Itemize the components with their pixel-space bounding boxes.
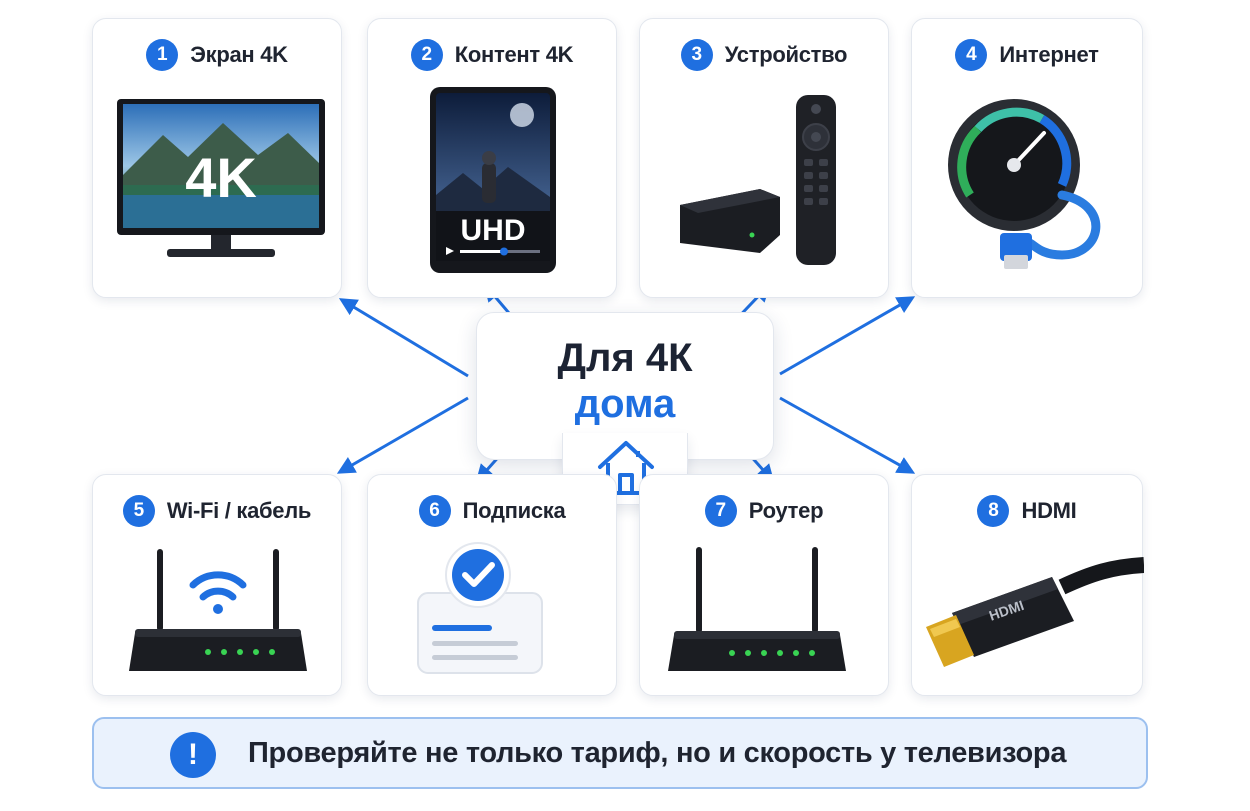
tip-text: Проверяйте не только тариф, но и скорост… <box>248 737 1067 769</box>
speedometer-ethernet-icon <box>912 85 1144 295</box>
card-title: Wi-Fi / кабель <box>166 498 312 523</box>
card-content-4k: 2 Контент 4K UHD <box>367 18 617 298</box>
card-device: 3 Устройство <box>639 18 889 298</box>
hdmi-cable-icon: HDMI <box>912 537 1144 693</box>
exclamation-icon: ! <box>170 732 216 778</box>
card-router: 7 Роутер <box>639 474 889 696</box>
card-title: Экран 4K <box>190 42 288 67</box>
router-icon <box>640 537 890 693</box>
card-title: HDMI <box>1021 498 1077 523</box>
center-subtitle: дома <box>574 382 676 426</box>
card-internet: 4 Интернет <box>911 18 1143 298</box>
number-badge: 2 <box>410 39 443 71</box>
number-badge: 4 <box>955 39 988 71</box>
number-badge: 8 <box>977 495 1010 527</box>
arrow-to-screen <box>338 298 469 378</box>
wifi-router-icon <box>93 537 343 693</box>
tablet-uhd-icon: UHD <box>368 85 618 295</box>
card-hdmi: 8 HDMI HDMI <box>911 474 1144 696</box>
number-badge: 6 <box>418 495 451 527</box>
number-badge: 1 <box>146 39 179 71</box>
subscription-check-icon <box>368 537 618 693</box>
tv-4k-icon: 4K <box>93 85 343 295</box>
streaming-box-remote-icon <box>640 85 890 295</box>
number-badge: 3 <box>680 39 713 71</box>
card-title: Контент 4K <box>454 42 574 67</box>
card-screen-4k: 1 Экран 4K 4K <box>92 18 342 298</box>
card-title: Устройство <box>724 42 848 67</box>
arrow-to-hdmi <box>779 396 916 474</box>
number-badge: 7 <box>704 495 737 527</box>
arrow-to-internet <box>779 296 916 376</box>
tv-overlay-text: 4K <box>185 146 257 209</box>
center-title: Для 4К <box>557 336 693 380</box>
number-badge: 5 <box>122 495 155 527</box>
arrow-to-wifi <box>336 396 469 474</box>
card-wifi-cable: 5 Wi-Fi / кабель <box>92 474 342 696</box>
card-subscription: 6 Подписка <box>367 474 617 696</box>
uhd-overlay-text: UHD <box>461 214 526 247</box>
card-title: Подписка <box>462 498 566 523</box>
card-title: Интернет <box>999 42 1099 67</box>
card-title: Роутер <box>748 498 824 523</box>
tip-banner: ! Проверяйте не только тариф, но и скоро… <box>92 717 1148 789</box>
